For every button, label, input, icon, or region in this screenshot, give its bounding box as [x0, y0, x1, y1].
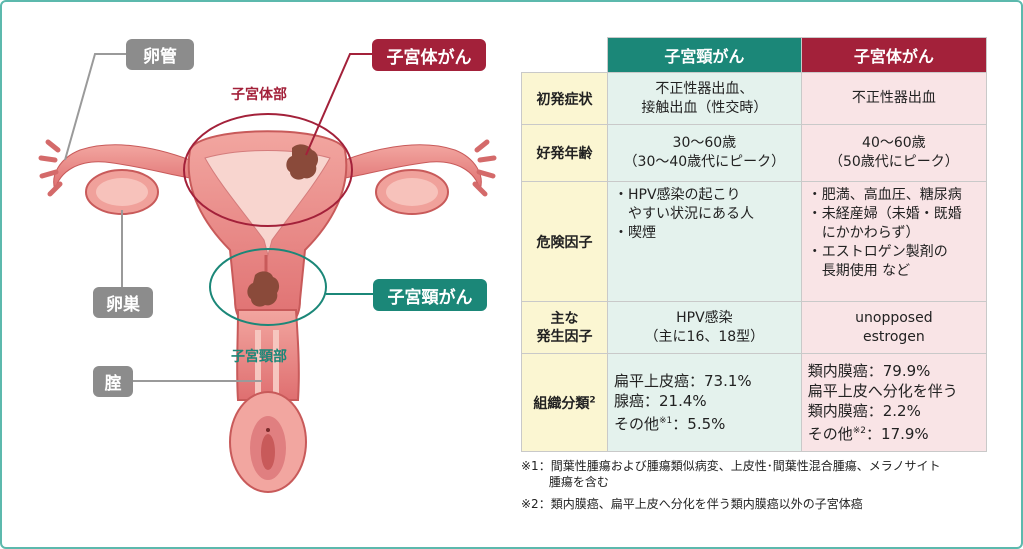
cell-line: その他※2：17.9% — [807, 425, 929, 443]
cell-line: （30～40歳代にピーク） — [623, 154, 786, 170]
cell-endometrial-histology: 類内膜癌：79.9% 扁平上皮へ分化を伴う 類内膜癌：2.2% その他※2：17… — [800, 353, 988, 452]
row-label-main-cause: 主な 発生因子 — [521, 301, 608, 354]
table-row: 危険因子 ・HPV感染の起こり やすい状況にある人 ・喫煙 ・肥満、高血圧、糖尿… — [521, 181, 988, 302]
cell-line: HPV感染 — [676, 309, 733, 326]
cell-line: 類内膜癌：2.2% — [807, 402, 921, 420]
cell-line: ・エストロゲン製剤の — [807, 244, 948, 260]
cell-line: その他※1：5.5% — [614, 415, 726, 433]
cell-line: estrogen — [862, 328, 925, 345]
cell-line: 40～60歳 — [862, 135, 926, 151]
footnote-1: ※1：間葉性腫瘍および腫瘍類似病変、上皮性･間葉性混合腫瘍、メラノサイト 腫瘍を… — [521, 458, 940, 490]
cell-endometrial-risk: ・肥満、高血圧、糖尿病 ・未経産婦（未婚・既婚 にかかわらず） ・エストロゲン製… — [800, 181, 988, 302]
cell-line: 類内膜癌：79.9% — [807, 362, 931, 380]
cell-cervical-cause: HPV感染 （主に16、18型） — [607, 301, 802, 354]
cell-line: ・喫煙 — [614, 225, 656, 241]
cell-line: 腺癌：21.4% — [614, 392, 707, 410]
cell-cervical-risk: ・HPV感染の起こり やすい状況にある人 ・喫煙 — [607, 181, 802, 302]
cell-line: unopposed — [855, 309, 933, 326]
cell-line: 30～60歳 — [672, 135, 737, 151]
footnote-mark: 2 — [589, 394, 596, 405]
cervix-circle — [209, 248, 327, 326]
cell-endometrial-cause: unopposed estrogen — [800, 301, 988, 354]
cell-line: ・未経産婦（未婚・既婚 — [807, 206, 962, 222]
cell-line: 扁平上皮へ分化を伴う — [807, 382, 958, 400]
endometrial-leader — [305, 53, 375, 156]
cell-cervical-histology: 扁平上皮癌：73.1% 腺癌：21.4% その他※1：5.5% — [607, 353, 802, 452]
footnote-2: ※2：類内膜癌、扁平上皮へ分化を伴う類内膜癌以外の子宮体癌 — [521, 497, 863, 511]
table-row: 組織分類2 扁平上皮癌：73.1% 腺癌：21.4% その他※1：5.5% 類内… — [521, 353, 988, 452]
cell-endometrial-age: 40～60歳 （50歳代にピーク） — [800, 124, 988, 182]
cervical-cancer-label: 子宮頸がん — [373, 279, 487, 311]
vaginal-canal — [236, 309, 300, 401]
table-row: 主な 発生因子 HPV感染 （主に16、18型） unopposed estro… — [521, 301, 988, 354]
row-label-initial-symptoms: 初発症状 — [521, 72, 608, 125]
cervical-tumor — [247, 271, 280, 307]
header-endometrial: 子宮体がん — [800, 37, 988, 73]
ovary-label: 卵巣 — [93, 287, 153, 318]
cell-line: ・肥満、高血圧、糖尿病 — [807, 187, 962, 203]
cell-line: 組織分類 — [533, 395, 590, 412]
cervix-label: 子宮頸部 — [231, 349, 287, 365]
comparison-table: 子宮頸がん 子宮体がん 初発症状 不正性器出血、 接触出血（性交時） 不正性器出… — [521, 37, 988, 452]
footnote-mark: ※1 — [659, 416, 673, 426]
table-corner — [521, 37, 608, 73]
cell-line: 主な — [550, 310, 579, 327]
cell-line: （50歳代にピーク） — [828, 154, 959, 170]
row-label-onset-age: 好発年齢 — [521, 124, 608, 182]
endometrial-tumor — [286, 144, 319, 180]
row-label-histology: 組織分類2 — [521, 353, 608, 452]
cell-line: （主に16、18型） — [644, 328, 765, 345]
cell-cervical-symptoms: 不正性器出血、 接触出血（性交時） — [607, 72, 802, 125]
footnote-line: 腫瘍を含む — [521, 475, 609, 489]
cell-line: やすい状況にある人 — [614, 206, 754, 222]
cell-line: にかかわらず） — [807, 225, 920, 241]
right-fimbriae — [472, 139, 497, 197]
oviduct-leader — [64, 53, 137, 161]
footnote-line: ※1：間葉性腫瘍および腫瘍類似病変、上皮性･間葉性混合腫瘍、メラノサイト — [521, 459, 941, 473]
endometrial-cancer-label: 子宮体がん — [372, 39, 486, 71]
vagina-label: 腟 — [93, 366, 133, 397]
footnote-mark: ※2 — [852, 426, 867, 436]
uterine-body-circle — [183, 113, 353, 227]
cell-line: 扁平上皮癌：73.1% — [614, 372, 752, 390]
uterus-illustration — [38, 53, 497, 493]
cell-line: 長期使用 など — [807, 263, 911, 279]
oviduct-label: 卵管 — [126, 39, 194, 70]
cell-cervical-age: 30～60歳 （30～40歳代にピーク） — [607, 124, 802, 182]
row-label-risk-factors: 危険因子 — [521, 181, 608, 302]
cell-line: 発生因子 — [536, 328, 593, 345]
header-cervical: 子宮頸がん — [607, 37, 802, 73]
table-row: 好発年齢 30～60歳 （30～40歳代にピーク） 40～60歳 （50歳代にピ… — [521, 124, 988, 182]
table-row: 初発症状 不正性器出血、 接触出血（性交時） 不正性器出血 — [521, 72, 988, 125]
uterine-body-label: 子宮体部 — [231, 87, 287, 103]
cell-line: 接触出血（性交時） — [641, 99, 768, 116]
cell-line: 不正性器出血、 — [655, 80, 754, 97]
left-fimbriae — [38, 139, 63, 197]
cell-line: ・HPV感染の起こり — [614, 187, 741, 203]
cell-endometrial-symptoms: 不正性器出血 — [800, 72, 988, 125]
